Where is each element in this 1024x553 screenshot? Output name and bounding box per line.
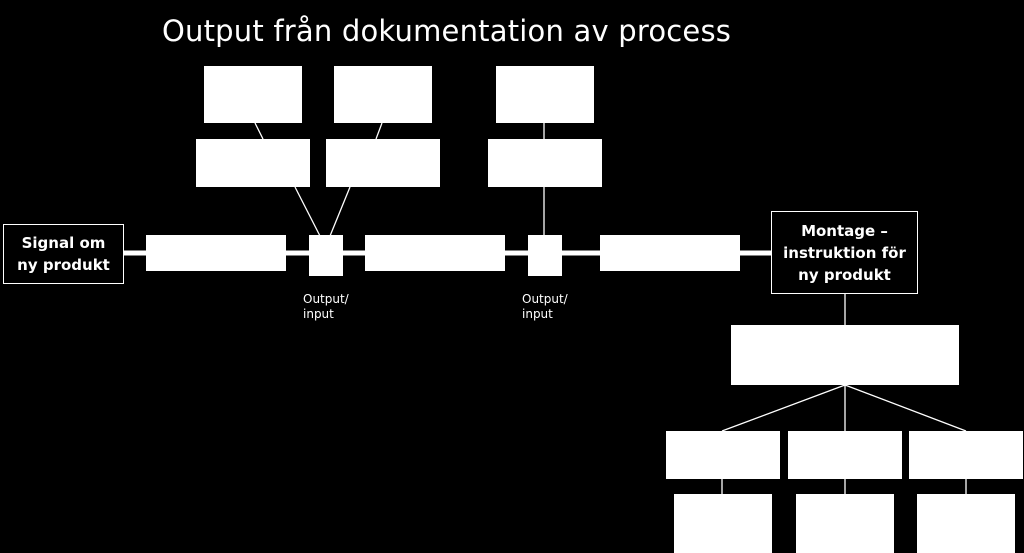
process-step-box [600, 235, 740, 271]
top-box [204, 66, 302, 123]
end-node: Montage – instruktion för ny produkt [771, 211, 918, 294]
sub-box [909, 431, 1023, 479]
process-step-box [365, 235, 505, 271]
middle-box [196, 139, 310, 187]
diagram-title: Output från dokumentation av process [162, 14, 732, 48]
link-line [721, 384, 846, 432]
output-input-node [528, 235, 562, 276]
sub-box [666, 431, 780, 479]
link-line [294, 186, 321, 237]
link-line [375, 122, 383, 140]
output-input-label: Output/ input [522, 292, 568, 321]
middle-box [326, 139, 440, 187]
leaf-box [796, 494, 894, 553]
start-node-label: Signal om ny produkt [17, 234, 110, 274]
link-line [254, 122, 264, 140]
output-input-node [309, 235, 343, 276]
sub-box [788, 431, 902, 479]
sub-box [731, 325, 959, 385]
start-node: Signal om ny produkt [3, 224, 124, 284]
end-node-label: Montage – instruktion för ny produkt [783, 221, 906, 284]
middle-box [488, 139, 602, 187]
top-box [496, 66, 594, 123]
process-step-box [146, 235, 286, 271]
top-box [334, 66, 432, 123]
leaf-box [917, 494, 1015, 553]
leaf-box [674, 494, 772, 553]
output-input-label: Output/ input [303, 292, 349, 321]
link-line [844, 384, 967, 432]
link-line [329, 186, 351, 237]
